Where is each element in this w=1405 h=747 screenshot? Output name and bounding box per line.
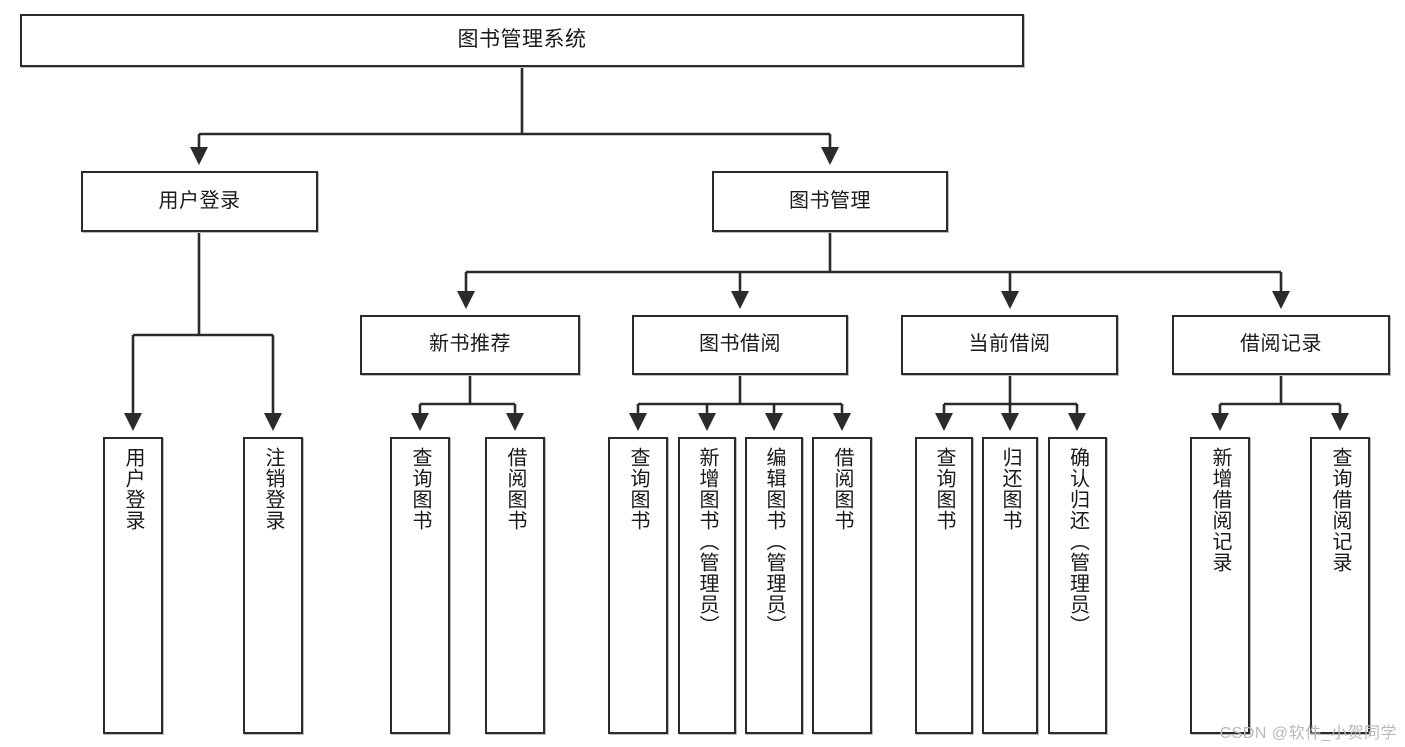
node-new-book-recommendation[interactable]: 新书推荐 xyxy=(360,315,580,375)
node-label: 用户登录 xyxy=(158,189,241,212)
node-label: 当前借阅 xyxy=(968,333,1051,356)
node-label: 确认归还（管理员） xyxy=(1066,447,1089,636)
leaf-confirm-return-admin[interactable]: 确认归还（管理员） xyxy=(1048,437,1107,734)
node-label: 新书推荐 xyxy=(429,333,511,356)
node-borrow-records[interactable]: 借阅记录 xyxy=(1172,315,1390,375)
node-label: 借阅记录 xyxy=(1240,333,1322,356)
node-label: 查询图书 xyxy=(409,447,431,531)
node-book-management[interactable]: 图书管理 xyxy=(712,171,948,232)
watermark: CSDN @软件_小贺同学 xyxy=(1219,725,1397,742)
leaf-borrow-book-recommend[interactable]: 借阅图书 xyxy=(485,437,545,734)
leaf-logout[interactable]: 注销登录 xyxy=(243,437,303,734)
node-label: 借阅图书 xyxy=(504,447,526,531)
leaf-edit-book-admin[interactable]: 编辑图书（管理员） xyxy=(745,437,803,734)
node-label: 图书管理 xyxy=(789,189,871,212)
leaf-add-borrow-record[interactable]: 新增借阅记录 xyxy=(1190,437,1250,734)
leaf-query-book-borrow[interactable]: 查询图书 xyxy=(608,437,668,734)
leaf-query-borrow-record[interactable]: 查询借阅记录 xyxy=(1310,437,1370,734)
node-book-borrowing[interactable]: 图书借阅 xyxy=(632,315,848,375)
leaf-borrow-book[interactable]: 借阅图书 xyxy=(812,437,872,734)
leaf-query-book-current[interactable]: 查询图书 xyxy=(915,437,973,734)
node-label: 查询借阅记录 xyxy=(1329,447,1351,573)
leaf-add-book-admin[interactable]: 新增图书（管理员） xyxy=(678,437,736,734)
node-label: 图书借阅 xyxy=(699,333,781,356)
node-label: 新增借阅记录 xyxy=(1209,447,1231,573)
node-label: 图书管理系统 xyxy=(457,28,587,52)
node-label: 查询图书 xyxy=(933,447,955,531)
node-label: 注销登录 xyxy=(262,447,284,531)
node-label: 新增图书（管理员） xyxy=(696,447,718,636)
node-user-login[interactable]: 用户登录 xyxy=(81,171,318,232)
node-label: 归还图书 xyxy=(999,447,1021,531)
leaf-user-login[interactable]: 用户登录 xyxy=(103,437,163,734)
node-current-borrowing[interactable]: 当前借阅 xyxy=(901,315,1118,375)
leaf-query-book-recommend[interactable]: 查询图书 xyxy=(390,437,450,734)
leaf-return-book[interactable]: 归还图书 xyxy=(982,437,1038,734)
node-label: 用户登录 xyxy=(122,447,144,531)
node-label: 编辑图书（管理员） xyxy=(763,447,785,636)
node-label: 查询图书 xyxy=(627,447,649,531)
node-root-book-management-system[interactable]: 图书管理系统 xyxy=(20,14,1024,67)
node-label: 借阅图书 xyxy=(831,447,853,531)
